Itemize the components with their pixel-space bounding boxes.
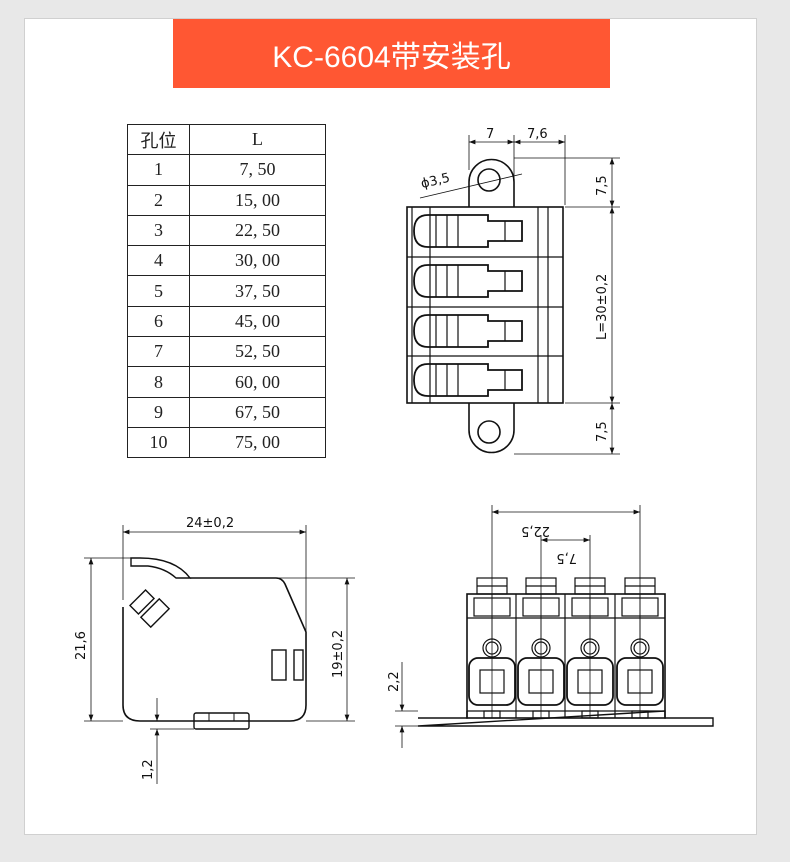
header-L: L xyxy=(189,123,326,156)
length-value: 45, 00 xyxy=(189,305,326,338)
terminal-module xyxy=(564,577,614,719)
hole-position: 10 xyxy=(127,426,190,459)
length-value: 15, 00 xyxy=(189,184,326,216)
dim-width: 24±0,2 xyxy=(186,516,234,531)
dim-7: 7 xyxy=(486,127,494,142)
dim-base: 2,2 xyxy=(387,671,402,692)
side-view: 24±0,2 21,6 19±0,2 1,2 xyxy=(74,516,355,784)
hole-position: 9 xyxy=(127,396,190,428)
hole-position: 7 xyxy=(127,336,190,368)
hole-position: 6 xyxy=(127,305,190,338)
dim-pitch: 7,5 xyxy=(556,550,577,565)
hole-position: 3 xyxy=(127,214,190,247)
dim-total-height: 21,6 xyxy=(74,631,89,660)
top-view: 7 7,6 ϕ3,5 7,5 L=30±0,2 7,5 xyxy=(406,127,620,455)
dim-7-6: 7,6 xyxy=(527,127,548,142)
terminal-module xyxy=(614,577,664,719)
terminal-module xyxy=(515,577,565,719)
lever xyxy=(413,314,523,348)
front-view: 22,5 7,5 2,2 xyxy=(387,505,714,748)
dim-offset: 1,2 xyxy=(141,759,156,780)
lever xyxy=(413,363,523,397)
hole-diameter: ϕ3,5 xyxy=(420,171,452,192)
page-title: KC-6604带安装孔 xyxy=(173,19,610,88)
length-value: 30, 00 xyxy=(189,245,326,277)
length-value: 60, 00 xyxy=(189,366,326,398)
lever xyxy=(413,214,523,248)
lever xyxy=(413,264,523,298)
dim-top-7-5: 7,5 xyxy=(595,175,610,196)
dim-pitch-total: 22,5 xyxy=(521,523,550,538)
dim-body-height: 19±0,2 xyxy=(331,630,346,678)
length-value: 75, 00 xyxy=(189,426,326,459)
dim-bottom-7-5: 7,5 xyxy=(595,421,610,442)
length-value: 52, 50 xyxy=(189,336,326,368)
dim-L: L=30±0,2 xyxy=(595,274,610,340)
length-value: 37, 50 xyxy=(189,275,326,307)
